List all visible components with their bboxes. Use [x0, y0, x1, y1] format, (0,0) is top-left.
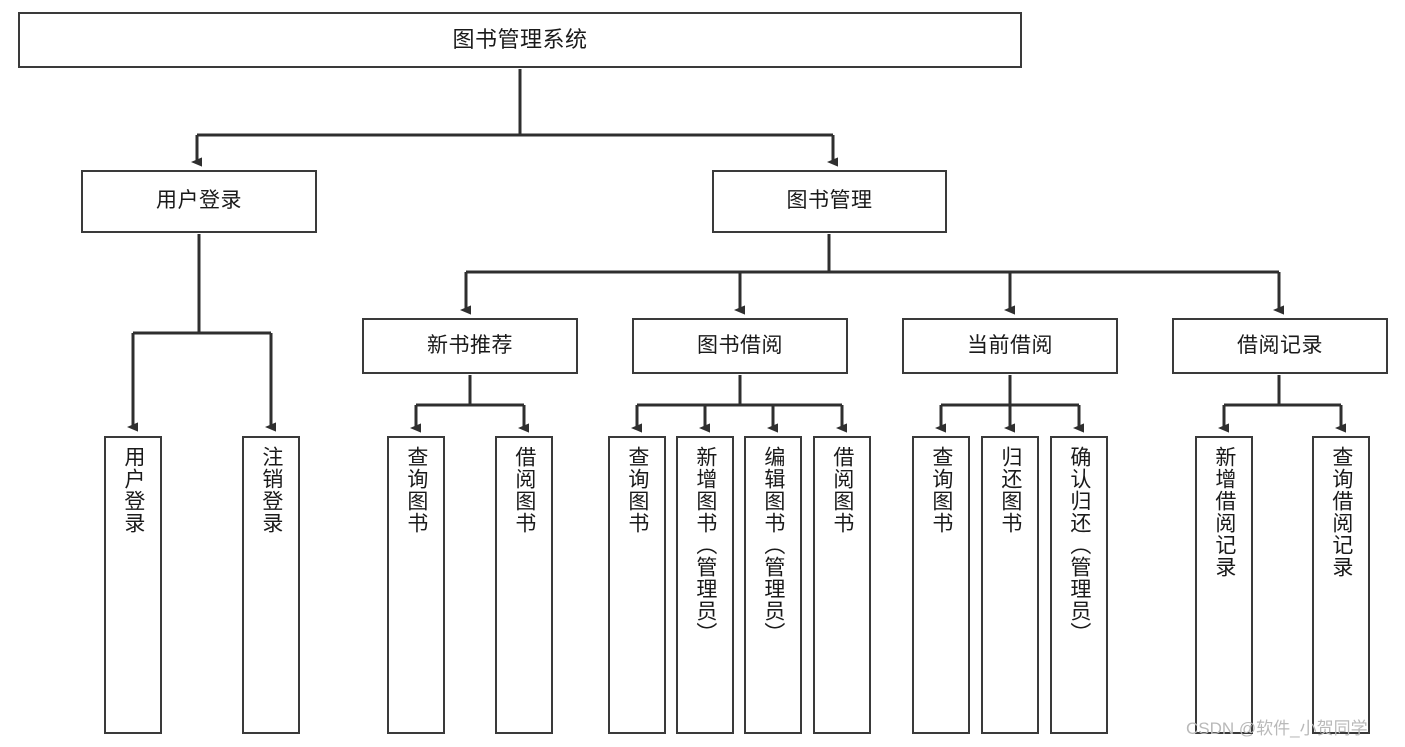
- node-label: 图书管理系统: [452, 27, 588, 53]
- leaf-query-book-borrow[interactable]: 查询图书: [608, 436, 666, 734]
- leaf-query-book-current[interactable]: 查询图书: [912, 436, 970, 734]
- leaf-query-borrow-record[interactable]: 查询借阅记录: [1312, 436, 1370, 734]
- node-label: 注销登录: [259, 446, 283, 534]
- node-book-borrow[interactable]: 图书借阅: [632, 318, 848, 374]
- node-root-system[interactable]: 图书管理系统: [18, 12, 1022, 68]
- node-label: 查询图书: [929, 446, 953, 534]
- leaf-add-borrow-record[interactable]: 新增借阅记录: [1195, 436, 1253, 734]
- node-label: 新书推荐: [427, 333, 513, 357]
- node-label: 图书管理: [786, 189, 873, 213]
- node-label: 编辑图书（管理员）: [761, 446, 785, 644]
- node-label: 新增图书（管理员）: [693, 446, 717, 644]
- node-label: 查询图书: [625, 446, 649, 534]
- leaf-borrow-book[interactable]: 借阅图书: [813, 436, 871, 734]
- node-book-management[interactable]: 图书管理: [712, 170, 947, 233]
- node-borrow-record[interactable]: 借阅记录: [1172, 318, 1388, 374]
- leaf-confirm-return-admin[interactable]: 确认归还（管理员）: [1050, 436, 1108, 734]
- node-label: 借阅图书: [830, 446, 854, 534]
- node-new-book-recommend[interactable]: 新书推荐: [362, 318, 578, 374]
- node-label: 查询借阅记录: [1329, 446, 1353, 578]
- node-label: 用户登录: [121, 446, 145, 534]
- node-label: 用户登录: [156, 189, 242, 213]
- node-label: 图书借阅: [697, 333, 783, 357]
- leaf-borrow-book-newbook[interactable]: 借阅图书: [495, 436, 553, 734]
- leaf-logout[interactable]: 注销登录: [242, 436, 300, 734]
- leaf-edit-book-admin[interactable]: 编辑图书（管理员）: [744, 436, 802, 734]
- leaf-add-book-admin[interactable]: 新增图书（管理员）: [676, 436, 734, 734]
- node-current-borrow[interactable]: 当前借阅: [902, 318, 1118, 374]
- node-user-login[interactable]: 用户登录: [81, 170, 317, 233]
- leaf-return-book[interactable]: 归还图书: [981, 436, 1039, 734]
- node-label: 归还图书: [998, 446, 1022, 534]
- node-label: 确认归还（管理员）: [1067, 446, 1091, 644]
- leaf-query-book-newbook[interactable]: 查询图书: [387, 436, 445, 734]
- node-label: 新增借阅记录: [1212, 446, 1236, 578]
- watermark: CSDN @软件_小贺同学: [1186, 719, 1368, 738]
- node-label: 当前借阅: [967, 333, 1053, 357]
- node-label: 查询图书: [404, 446, 428, 534]
- node-label: 借阅图书: [512, 446, 536, 534]
- leaf-user-login[interactable]: 用户登录: [104, 436, 162, 734]
- node-label: 借阅记录: [1237, 333, 1323, 357]
